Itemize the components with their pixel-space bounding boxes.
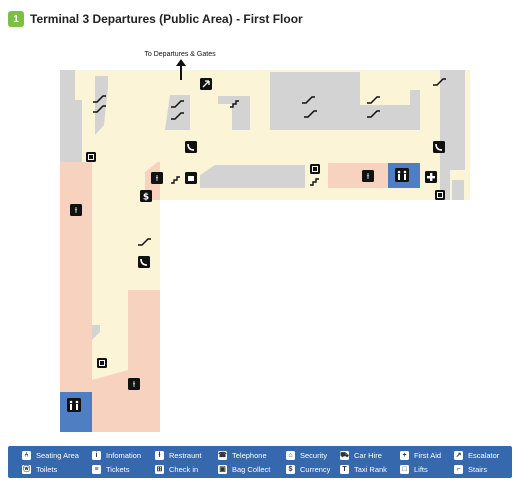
legend-seating-area: ⑃Seating Area: [22, 448, 79, 462]
stairs-icon: ⌐: [454, 464, 463, 474]
map-header: 1 Terminal 3 Departures (Public Area) - …: [8, 9, 303, 29]
building-block: [92, 325, 100, 340]
svg-text:ƚ: ƚ: [75, 206, 78, 215]
svg-text:$: $: [143, 193, 149, 203]
lifts-icon[interactable]: [435, 190, 445, 200]
legend-check-in: ⊞Check in: [155, 464, 199, 474]
legend-security: ⌂Security: [286, 448, 327, 462]
telephone-icon: ☎: [218, 450, 227, 460]
check-in-icon: ⊞: [155, 464, 164, 474]
stairs-icon: [310, 178, 319, 186]
escalator-icon: [138, 238, 151, 246]
building-block: [95, 76, 108, 135]
building-block: [440, 70, 465, 200]
currency-icon: $: [286, 464, 295, 474]
first-aid-icon[interactable]: [425, 171, 437, 183]
bag-collect-icon: ▣: [218, 464, 227, 474]
page-title: Terminal 3 Departures (Public Area) - Fi…: [30, 12, 303, 26]
restaurant-area: [60, 162, 92, 392]
restaurant-icon: ƚ: [155, 450, 164, 460]
lifts-icon[interactable]: [97, 358, 107, 368]
restaurant-area: [92, 290, 160, 432]
main-corridor: [60, 70, 470, 432]
escalator-icon: [171, 100, 184, 120]
restaurant-icon[interactable]: ƚ: [151, 172, 163, 184]
information-icon: i: [92, 450, 101, 460]
legend-stairs: ⌐Stairs: [454, 462, 487, 476]
telephone-icon[interactable]: [138, 256, 150, 268]
stairs-icon: [171, 176, 180, 184]
building-block: [218, 96, 250, 130]
floor-badge: 1: [8, 11, 24, 27]
check-in-icon[interactable]: [200, 78, 212, 90]
restaurant-icon[interactable]: ƚ: [128, 378, 140, 390]
legend-telephone: ☎Telephone: [218, 450, 267, 460]
lifts-icon[interactable]: [310, 164, 320, 174]
escalator-icon: ↗: [454, 450, 463, 460]
building-block: [270, 72, 420, 130]
legend-lifts: □Lifts: [400, 462, 428, 476]
legend-tickets: ≡Tickets: [92, 462, 129, 476]
building-block: [452, 180, 464, 200]
first-aid-icon: +: [400, 450, 409, 460]
car-hire-icon: ⛟: [340, 450, 349, 460]
arrow-head: [176, 59, 186, 66]
lifts-icon: □: [400, 464, 409, 474]
bag-collect-icon[interactable]: [185, 172, 197, 184]
restaurant-icon[interactable]: ƚ: [70, 204, 82, 216]
seating-area-icon: ⑃: [22, 450, 31, 460]
tickets-icon: ≡: [92, 464, 101, 474]
building-block: [200, 165, 305, 188]
escalator-icon: [93, 95, 106, 113]
svg-text:ƚ: ƚ: [133, 380, 136, 389]
floor-map[interactable]: To Departures & Gates ƚ ƚ ƚ ƚ $: [0, 0, 520, 440]
escalator-icon: [302, 96, 317, 118]
to-gates-label: To Departures & Gates: [144, 51, 216, 58]
telephone-icon[interactable]: [185, 141, 197, 153]
restaurant-icon[interactable]: ƚ: [362, 170, 374, 182]
stairs-icon: [230, 100, 239, 108]
telephone-icon[interactable]: [433, 141, 445, 153]
building-block: [165, 95, 190, 130]
toilets-icon[interactable]: [395, 168, 409, 182]
legend-bag-collect: ▣Bag Collect: [218, 464, 271, 474]
lifts-icon[interactable]: [86, 152, 96, 162]
taxi-rank-icon: T: [340, 464, 349, 474]
svg-text:ƚ: ƚ: [367, 172, 370, 181]
legend-first-aid: +First Aid: [400, 448, 441, 462]
building-block: [60, 70, 82, 162]
legend-currency: $Currency: [286, 462, 330, 476]
escalator-icon: [367, 96, 380, 118]
toilets-icon: ⓦ: [22, 464, 31, 474]
currency-icon[interactable]: $: [140, 190, 152, 203]
svg-text:ƚ: ƚ: [156, 174, 159, 183]
escalator-icon: [433, 78, 446, 86]
security-icon: ⌂: [286, 450, 295, 460]
legend-escalator: ↗Escalator: [454, 450, 500, 460]
restaurant-area: [328, 163, 388, 188]
toilets-icon[interactable]: [67, 398, 81, 412]
legend-car-hire: ⛟Car Hire: [340, 450, 382, 460]
